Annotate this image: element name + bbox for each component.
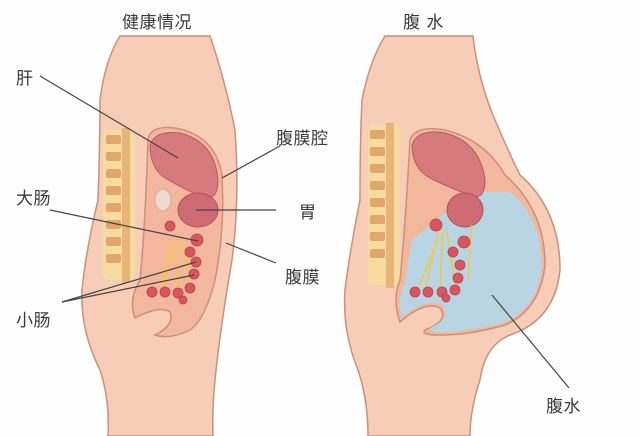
stomach — [446, 192, 484, 228]
label-ascites-fluid: 腹水 — [546, 397, 581, 417]
liver — [149, 132, 219, 199]
spine — [103, 128, 135, 283]
label-liver: 肝 — [16, 69, 34, 89]
label-peritoneum: 腹膜 — [285, 268, 320, 288]
ascites-title: 腹 水 — [403, 13, 444, 33]
liver — [411, 131, 486, 198]
healthy-title: 健康情况 — [122, 13, 192, 33]
kidney — [154, 188, 172, 212]
label-small-intestine: 小肠 — [16, 311, 51, 331]
label-peritoneal-cavity: 腹膜腔 — [276, 129, 329, 149]
ascites-torso — [343, 35, 561, 436]
small-intestine — [146, 220, 204, 305]
small-intestine — [409, 218, 471, 303]
label-stomach: 胃 — [299, 203, 317, 223]
spine — [368, 123, 400, 288]
label-large-intestine: 大肠 — [16, 189, 51, 209]
leader-lines — [39, 75, 570, 389]
healthy-torso — [81, 35, 238, 436]
